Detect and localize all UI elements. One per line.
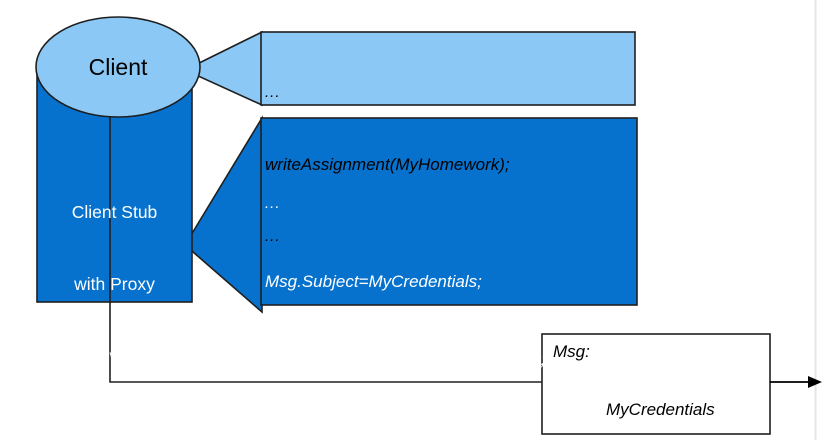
stub-to-message-connector (109, 62, 542, 383)
client-ellipse (35, 16, 201, 118)
message-box (541, 333, 771, 435)
callout-stub-tail (183, 115, 263, 314)
callout-application-box (260, 31, 636, 106)
callout-stub-box (260, 117, 638, 306)
message-outgoing-arrowhead (808, 376, 822, 388)
